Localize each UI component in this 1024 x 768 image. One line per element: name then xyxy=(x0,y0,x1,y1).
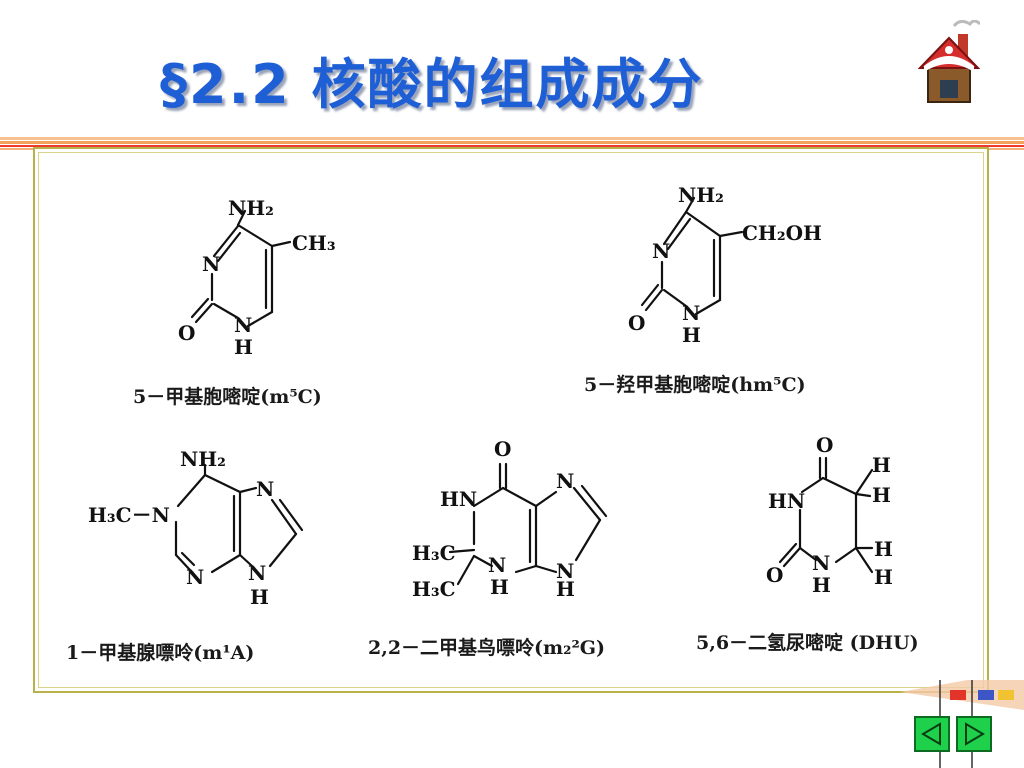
atom-label: N xyxy=(248,561,266,585)
atom-label: H xyxy=(250,585,269,609)
atom-label: N xyxy=(556,469,574,493)
slide-title: §2.2 核酸的组成成分 xyxy=(160,53,704,116)
caption-m5c: 5－甲基胞嘧啶(m⁵C) xyxy=(133,386,322,408)
atom-label: NH₂ xyxy=(228,196,274,220)
atom-label: CH₃ xyxy=(292,231,336,255)
atom-label: N xyxy=(652,239,670,263)
atom-label: H xyxy=(234,335,253,359)
atom-label: HN xyxy=(440,487,477,511)
caption-dhu: 5,6－二氢尿嘧啶 (DHU) xyxy=(696,632,919,654)
triangle-left-icon xyxy=(921,722,941,746)
atom-label: O xyxy=(766,563,783,587)
corner-decoration xyxy=(900,680,1024,768)
atom-label: HN xyxy=(768,489,805,513)
atom-label: N xyxy=(556,559,574,583)
atom-label: O xyxy=(494,437,511,461)
atom-label: H xyxy=(556,577,575,601)
atom-label: N xyxy=(202,252,220,276)
atom-label: N xyxy=(488,553,506,577)
triangle-right-icon xyxy=(965,722,985,746)
next-slide-button[interactable] xyxy=(956,716,992,752)
atom-label: N xyxy=(812,551,830,575)
atom-label: CH₂OH xyxy=(742,221,822,245)
atom-label: NH₂ xyxy=(678,183,724,207)
atom-label: N xyxy=(234,313,252,337)
atom-label: H₃C xyxy=(412,577,456,601)
atom-label: O xyxy=(178,321,195,345)
atom-label: H xyxy=(490,575,509,599)
atom-label: H xyxy=(874,565,893,589)
atom-label: O xyxy=(628,311,645,335)
atom-label: H xyxy=(874,537,893,561)
atom-label: H xyxy=(682,323,701,347)
home-house-icon[interactable] xyxy=(918,20,980,106)
caption-m22g: 2,2－二甲基鸟嘌呤(m₂²G) xyxy=(368,637,606,659)
atom-label: H xyxy=(872,483,891,507)
atom-label: H₃C xyxy=(412,541,456,565)
content-frame xyxy=(33,147,989,693)
atom-label: N xyxy=(682,301,700,325)
atom-label: N xyxy=(256,477,274,501)
atom-label: NH₂ xyxy=(180,447,226,471)
atom-label: H xyxy=(812,573,831,597)
atom-label: H xyxy=(872,453,891,477)
atom-label: N xyxy=(186,565,204,589)
prev-slide-button[interactable] xyxy=(914,716,950,752)
caption-hm5c: 5－羟甲基胞嘧啶(hm⁵C) xyxy=(584,374,806,396)
atom-label: H₃C－N xyxy=(88,503,170,527)
content-frame-inner-border xyxy=(38,152,984,688)
atom-label: O xyxy=(816,433,833,457)
structure-bonds xyxy=(174,196,874,586)
caption-m1a: 1－甲基腺嘌呤(m¹A) xyxy=(66,642,255,664)
